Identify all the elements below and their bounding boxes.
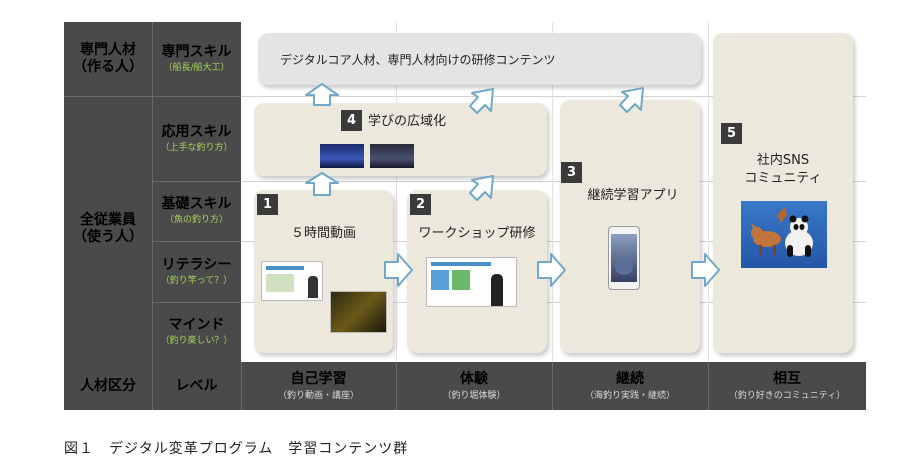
level-basic-sub: （魚の釣り方） <box>164 215 228 225</box>
grid-line-row4 <box>241 302 866 303</box>
header-divider-vertical <box>152 22 153 362</box>
grid-line-col2 <box>552 22 553 362</box>
stage-continuation: 継続 （海釣り実践・継続） <box>552 362 708 410</box>
level-applied: 応用スキル （上手な釣り方） <box>152 96 241 181</box>
broaden-image-2 <box>370 144 414 168</box>
arrow-right-icon <box>691 253 720 287</box>
arrow-diagonal-icon <box>469 175 494 201</box>
level-specialist-sub: （船長/船大工） <box>163 63 230 73</box>
level-specialist: 専門スキル （船長/船大工） <box>152 22 241 96</box>
level-specialist-label: 専門スキル <box>161 44 232 60</box>
level-basic: 基礎スキル （魚の釣り方） <box>152 181 241 241</box>
specialist-training-label: デジタルコア人材、専門人材向けの研修コンテンツ <box>280 52 556 67</box>
panel-3-title: 継続学習アプリ <box>587 188 679 203</box>
stage-self-study-sub: （釣り動画・講座） <box>277 390 359 401</box>
stage-experience: 体験 （釣り堀体験） <box>396 362 552 410</box>
panel-5-title: 社内SNS コミュニティ <box>713 152 853 188</box>
panel-5-number: 5 <box>721 123 742 144</box>
level-basic-label: 基礎スキル <box>161 196 232 212</box>
footer-level: レベル <box>152 362 241 410</box>
arrow-right-icon <box>537 253 566 287</box>
video-lecture-image <box>261 261 323 301</box>
level-mind: マインド （釣り楽しい？） <box>152 302 241 362</box>
arrow-up-icon <box>305 172 339 196</box>
stage-continuation-sub: （海釣り実践・継続） <box>584 390 675 401</box>
category-all-staff: 全従業員 （使う人） <box>64 96 152 362</box>
grid-line-col1 <box>396 22 397 362</box>
footer-category-label: 人材区分 <box>80 377 136 394</box>
specialist-training-panel: デジタルコア人材、専門人材向けの研修コンテンツ <box>258 33 701 85</box>
video-map-image <box>330 291 387 333</box>
stage-experience-label: 体験 <box>460 370 488 387</box>
arrow-diagonal-icon <box>619 87 644 113</box>
smartphone-app-image <box>608 226 640 290</box>
level-applied-sub: （上手な釣り方） <box>160 142 233 153</box>
footer-divider-3 <box>396 362 397 410</box>
panel-3-number: 3 <box>561 162 582 183</box>
panel-2-title: ワークショップ研修 <box>418 226 536 241</box>
community-animals-image <box>741 201 827 268</box>
header-divider-row3 <box>152 241 241 242</box>
stage-continuation-label: 継続 <box>616 370 644 387</box>
panel-4-number: 4 <box>341 110 362 131</box>
grid-line-row3 <box>241 241 866 242</box>
level-mind-label: マインド <box>168 317 225 333</box>
panel-4-title: 学びの広域化 <box>368 114 447 129</box>
level-literacy: リテラシー （釣り竿って？） <box>152 241 241 302</box>
category-specialist-sub: （作る人） <box>73 59 143 75</box>
stage-mutual-sub: （釣り好きのコミュニティ） <box>728 390 846 401</box>
grid-line-row1 <box>241 96 866 97</box>
header-divider-row1 <box>64 96 241 97</box>
footer-bar <box>64 362 866 410</box>
category-specialist-label: 専門人材 <box>80 42 136 58</box>
arrow-up-icon <box>305 83 339 106</box>
level-literacy-sub: （釣り竿って？） <box>160 275 233 286</box>
grid-line-col3 <box>708 22 709 362</box>
level-applied-label: 応用スキル <box>161 123 232 140</box>
panel-sns-community <box>713 33 853 353</box>
stage-mutual: 相互 （釣り好きのコミュニティ） <box>708 362 866 410</box>
panel-5-title-line2: コミュニティ <box>744 171 822 186</box>
figure-caption: 図１ デジタル変革プログラム 学習コンテンツ群 <box>64 441 409 457</box>
panel-5-title-line1: 社内SNS <box>756 153 810 168</box>
footer-divider-2 <box>241 362 242 410</box>
panel-1-number: 1 <box>257 194 278 215</box>
panel-2-number: 2 <box>410 194 431 215</box>
footer-divider-1 <box>152 362 153 410</box>
footer-divider-5 <box>708 362 709 410</box>
category-all-staff-sub: （使う人） <box>73 229 143 245</box>
arrow-diagonal-icon <box>469 88 494 114</box>
broaden-image-1 <box>320 144 364 168</box>
level-literacy-label: リテラシー <box>161 256 232 273</box>
header-divider-row2 <box>152 181 241 182</box>
stage-self-study: 自己学習 （釣り動画・講座） <box>241 362 396 410</box>
arrow-right-icon <box>384 253 413 287</box>
stage-experience-sub: （釣り堀体験） <box>442 390 506 401</box>
footer-divider-4 <box>552 362 553 410</box>
panel-1-title: ５時間動画 <box>290 226 356 241</box>
workshop-image <box>426 257 517 307</box>
header-divider-row4 <box>152 302 241 303</box>
category-all-staff-label: 全従業員 <box>80 212 136 228</box>
category-specialist: 専門人材 （作る人） <box>64 22 152 96</box>
level-mind-sub: （釣り楽しい？） <box>160 336 233 346</box>
footer-category: 人材区分 <box>64 362 152 410</box>
stage-self-study-label: 自己学習 <box>290 370 347 387</box>
footer-level-label: レベル <box>175 377 218 394</box>
stage-mutual-label: 相互 <box>773 370 801 387</box>
grid-line-row2 <box>241 181 866 182</box>
